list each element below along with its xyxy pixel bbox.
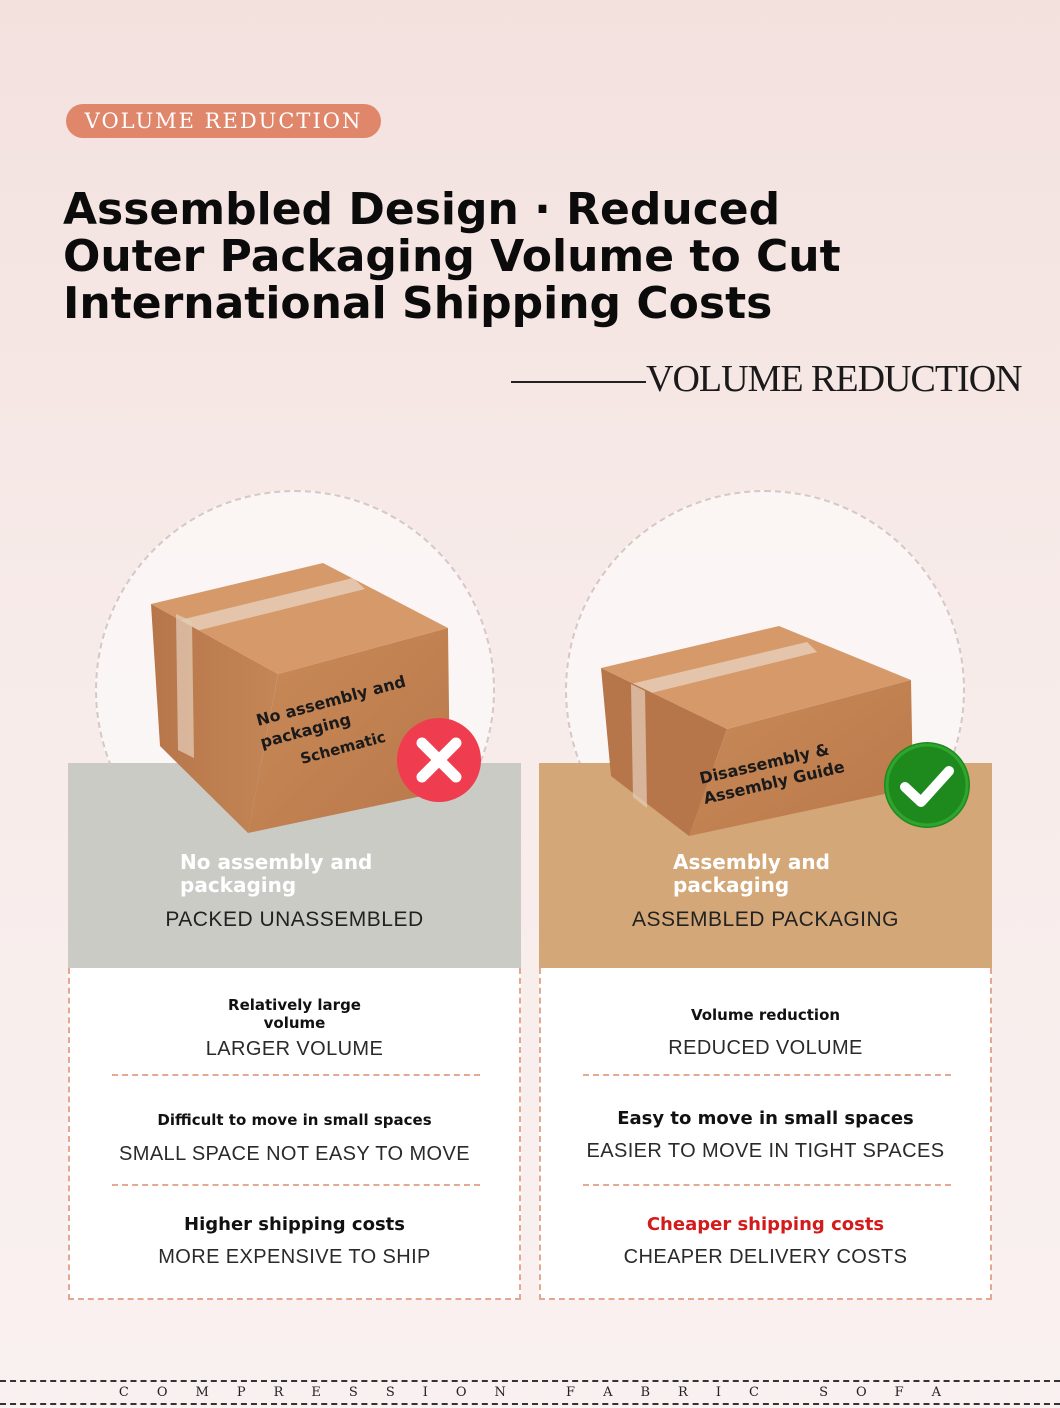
section-tag: VOLUME REDUCTION	[66, 104, 381, 138]
comparison-column-unassembled: No assembly and packaging PACKED UNASSEM…	[68, 488, 521, 1300]
feature-subtitle: EASIER TO MOVE IN TIGHT SPACES	[586, 1140, 945, 1162]
panel-subtitle: ASSEMBLED PACKAGING	[631, 908, 900, 931]
footer-letter: R	[678, 1385, 688, 1400]
footer-letter: S	[385, 1385, 395, 1400]
divider	[112, 1074, 480, 1076]
list-item: Easy to move in small spaces EASIER TO M…	[541, 1110, 990, 1163]
cardboard-box-large: No assembly and packaging Schematic	[151, 563, 450, 833]
panel-title-line-2: packaging	[673, 873, 790, 897]
footer-rule-top	[0, 1380, 1060, 1382]
feature-subtitle: MORE EXPENSIVE TO SHIP	[158, 1246, 431, 1268]
feature-title-line-2: volume	[263, 1014, 326, 1032]
panel-title: Assembly and packaging	[673, 851, 933, 897]
footer-letter: I	[422, 1385, 428, 1400]
footer-rule-bottom	[0, 1403, 1060, 1405]
divider	[583, 1184, 951, 1186]
footer-letter: I	[715, 1385, 721, 1400]
feature-title: Easy to move in small spaces	[617, 1108, 914, 1129]
comparison-column-assembled: Assembly and packaging ASSEMBLED PACKAGI…	[539, 488, 992, 1300]
footer-letter: S	[819, 1385, 828, 1400]
panel-title-line-1: No assembly and	[180, 850, 373, 874]
title-line-1: Assembled Design · Reduced	[63, 184, 781, 235]
subtitle: VOLUME REDUCTION	[646, 358, 1023, 400]
footer-letter: C	[118, 1385, 129, 1400]
list-item: Relatively large volume LARGER VOLUME	[70, 996, 519, 1061]
divider	[583, 1074, 951, 1076]
panel-title-line-1: Assembly and	[673, 850, 830, 874]
feature-title-line-1: Relatively large	[228, 996, 361, 1014]
footer-letter: N	[494, 1385, 506, 1400]
feature-title: Higher shipping costs	[184, 1214, 405, 1235]
feature-subtitle: SMALL SPACE NOT EASY TO MOVE	[119, 1143, 470, 1165]
footer-letter	[534, 1385, 538, 1400]
feature-list: Volume reduction REDUCED VOLUME Easy to …	[539, 968, 992, 1300]
footer-letter: S	[348, 1385, 358, 1400]
feature-title: Relatively large volume	[70, 996, 519, 1032]
divider	[112, 1184, 480, 1186]
footer-letter: B	[640, 1385, 651, 1400]
feature-list: Relatively large volume LARGER VOLUME Di…	[68, 968, 521, 1300]
footer-letter	[787, 1385, 791, 1400]
footer-letter: O	[455, 1385, 467, 1400]
list-item: Difficult to move in small spaces SMALL …	[70, 1111, 519, 1166]
page-title: Assembled Design · Reduced Outer Packagi…	[63, 186, 843, 327]
title-line-2: Outer Packaging Volume to Cut	[63, 231, 841, 282]
feature-title-highlight: Cheaper shipping costs	[646, 1214, 885, 1235]
footer-letter: F	[566, 1385, 576, 1400]
list-item: Volume reduction REDUCED VOLUME	[541, 1006, 990, 1060]
panel-subtitle: PACKED UNASSEMBLED	[165, 908, 424, 931]
feature-title: Difficult to move in small spaces	[157, 1111, 432, 1129]
list-item: Cheaper shipping costs CHEAPER DELIVERY …	[541, 1216, 990, 1269]
footer-letter: O	[156, 1385, 168, 1400]
footer-letter: O	[855, 1385, 867, 1400]
cardboard-box-flat: Disassembly & Assembly Guide	[601, 626, 913, 836]
footer-letter: R	[273, 1385, 284, 1400]
footer-letter: E	[311, 1385, 321, 1400]
list-item: Higher shipping costs MORE EXPENSIVE TO …	[70, 1216, 519, 1269]
panel-title-line-2: packaging	[180, 873, 297, 897]
feature-subtitle: REDUCED VOLUME	[668, 1037, 863, 1059]
subtitle-rule	[511, 381, 646, 383]
check-icon	[884, 742, 970, 828]
panel-title: No assembly and packaging	[180, 851, 440, 897]
feature-title: Volume reduction	[690, 1006, 841, 1024]
footer-letter: C	[748, 1385, 759, 1400]
footer-letter: F	[894, 1385, 904, 1400]
footer-letter: A	[603, 1385, 613, 1400]
title-line-3: International Shipping Costs	[63, 278, 773, 329]
footer-letter: M	[195, 1385, 209, 1400]
feature-subtitle: LARGER VOLUME	[205, 1038, 384, 1060]
feature-subtitle: CHEAPER DELIVERY COSTS	[623, 1246, 908, 1268]
footer-letter: P	[236, 1385, 246, 1400]
cross-icon	[397, 718, 481, 802]
footer-letter: A	[931, 1385, 942, 1400]
